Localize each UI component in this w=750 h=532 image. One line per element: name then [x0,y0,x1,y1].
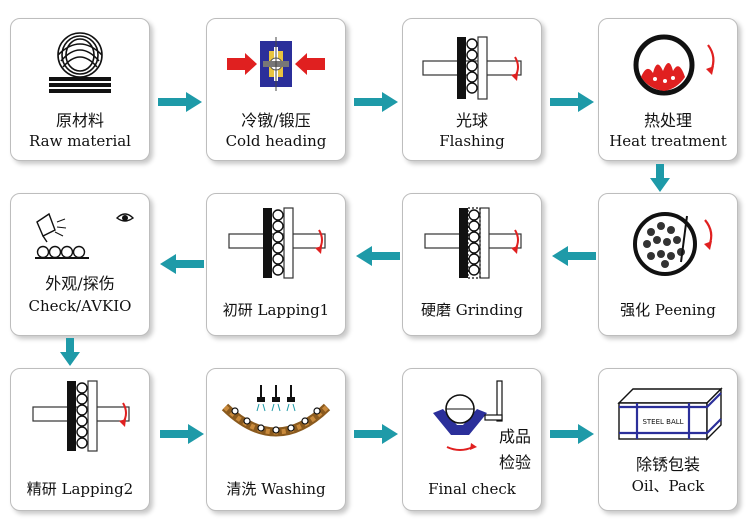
step-label-en: Heat treatment [609,132,727,150]
lapping-plates-icon [32,380,130,452]
flow-arrow-down [60,338,80,366]
flow-arrow-left [552,246,596,266]
flow-arrow-left [356,246,400,266]
flow-arrow-right [550,92,594,112]
step-grinding: 硬磨 Grinding [402,193,542,336]
flow-arrow-right [160,424,204,444]
step-cold-heading: 冷镦/锻压 Cold heading [206,18,346,161]
step-label-cn-2: 检验 [498,453,531,472]
step-label: 初研 Lapping1 [222,301,330,319]
step-label: 精研 Lapping2 [26,480,134,498]
step-label: 清洗 Washing [226,480,326,498]
step-lapping2: 精研 Lapping2 [10,368,150,511]
step-label: 硬磨 Grinding [420,301,524,319]
step-washing: 清洗 Washing [206,368,346,511]
packed-box-icon: STEEL BALL [617,387,723,441]
step-label-cn: 热处理 [643,111,692,130]
step-label-en: Flashing [439,132,505,150]
cold-heading-die-icon [227,37,325,91]
step-oil-pack: STEEL BALL 除锈包装 Oil、Pack [598,368,738,511]
wire-coil-icon [49,32,111,93]
step-lapping1: 初研 Lapping1 [206,193,346,336]
step-label-cn: 冷镦/锻压 [241,111,311,130]
lapping-plates-icon [228,207,326,279]
step-label-en: Raw material [29,132,131,150]
grinding-plates-icon [424,207,522,279]
step-label-cn: 外观/探伤 [45,274,115,293]
step-check-avkio: 外观/探伤 Check/AVKIO [10,193,150,336]
flow-arrow-right [354,424,398,444]
box-label: STEEL BALL [642,418,683,426]
step-heat-treatment: 热处理 Heat treatment [598,18,738,161]
step-label-en: Final check [428,480,516,498]
peening-drum-icon [633,212,713,276]
flow-arrow-left [160,254,204,274]
flow-arrow-down [650,164,670,192]
step-label: 强化 Peening [620,301,716,319]
step-label-en: Check/AVKIO [28,297,132,315]
washing-conveyor-icon [221,385,331,437]
step-raw-material: 原材料 Raw material [10,18,150,161]
furnace-drum-icon [633,34,715,96]
final-check-gauge-icon [433,380,503,451]
flow-arrow-right [550,424,594,444]
flow-arrow-right [158,92,202,112]
step-final-check: 成品 检验 Final check [402,368,542,511]
flashing-plates-icon [422,36,522,100]
step-flashing: 光球 Flashing [402,18,542,161]
step-label-cn-1: 成品 [498,427,531,446]
step-label-cn: 原材料 [55,111,104,130]
step-label-cn: 除锈包装 [635,455,700,474]
step-peening: 强化 Peening [598,193,738,336]
step-label-en: Oil、Pack [631,477,705,495]
inspection-eye-lamp-icon [35,212,135,259]
step-label-en: Cold heading [225,132,327,150]
flow-arrow-right [354,92,398,112]
step-label-cn: 光球 [455,111,488,130]
